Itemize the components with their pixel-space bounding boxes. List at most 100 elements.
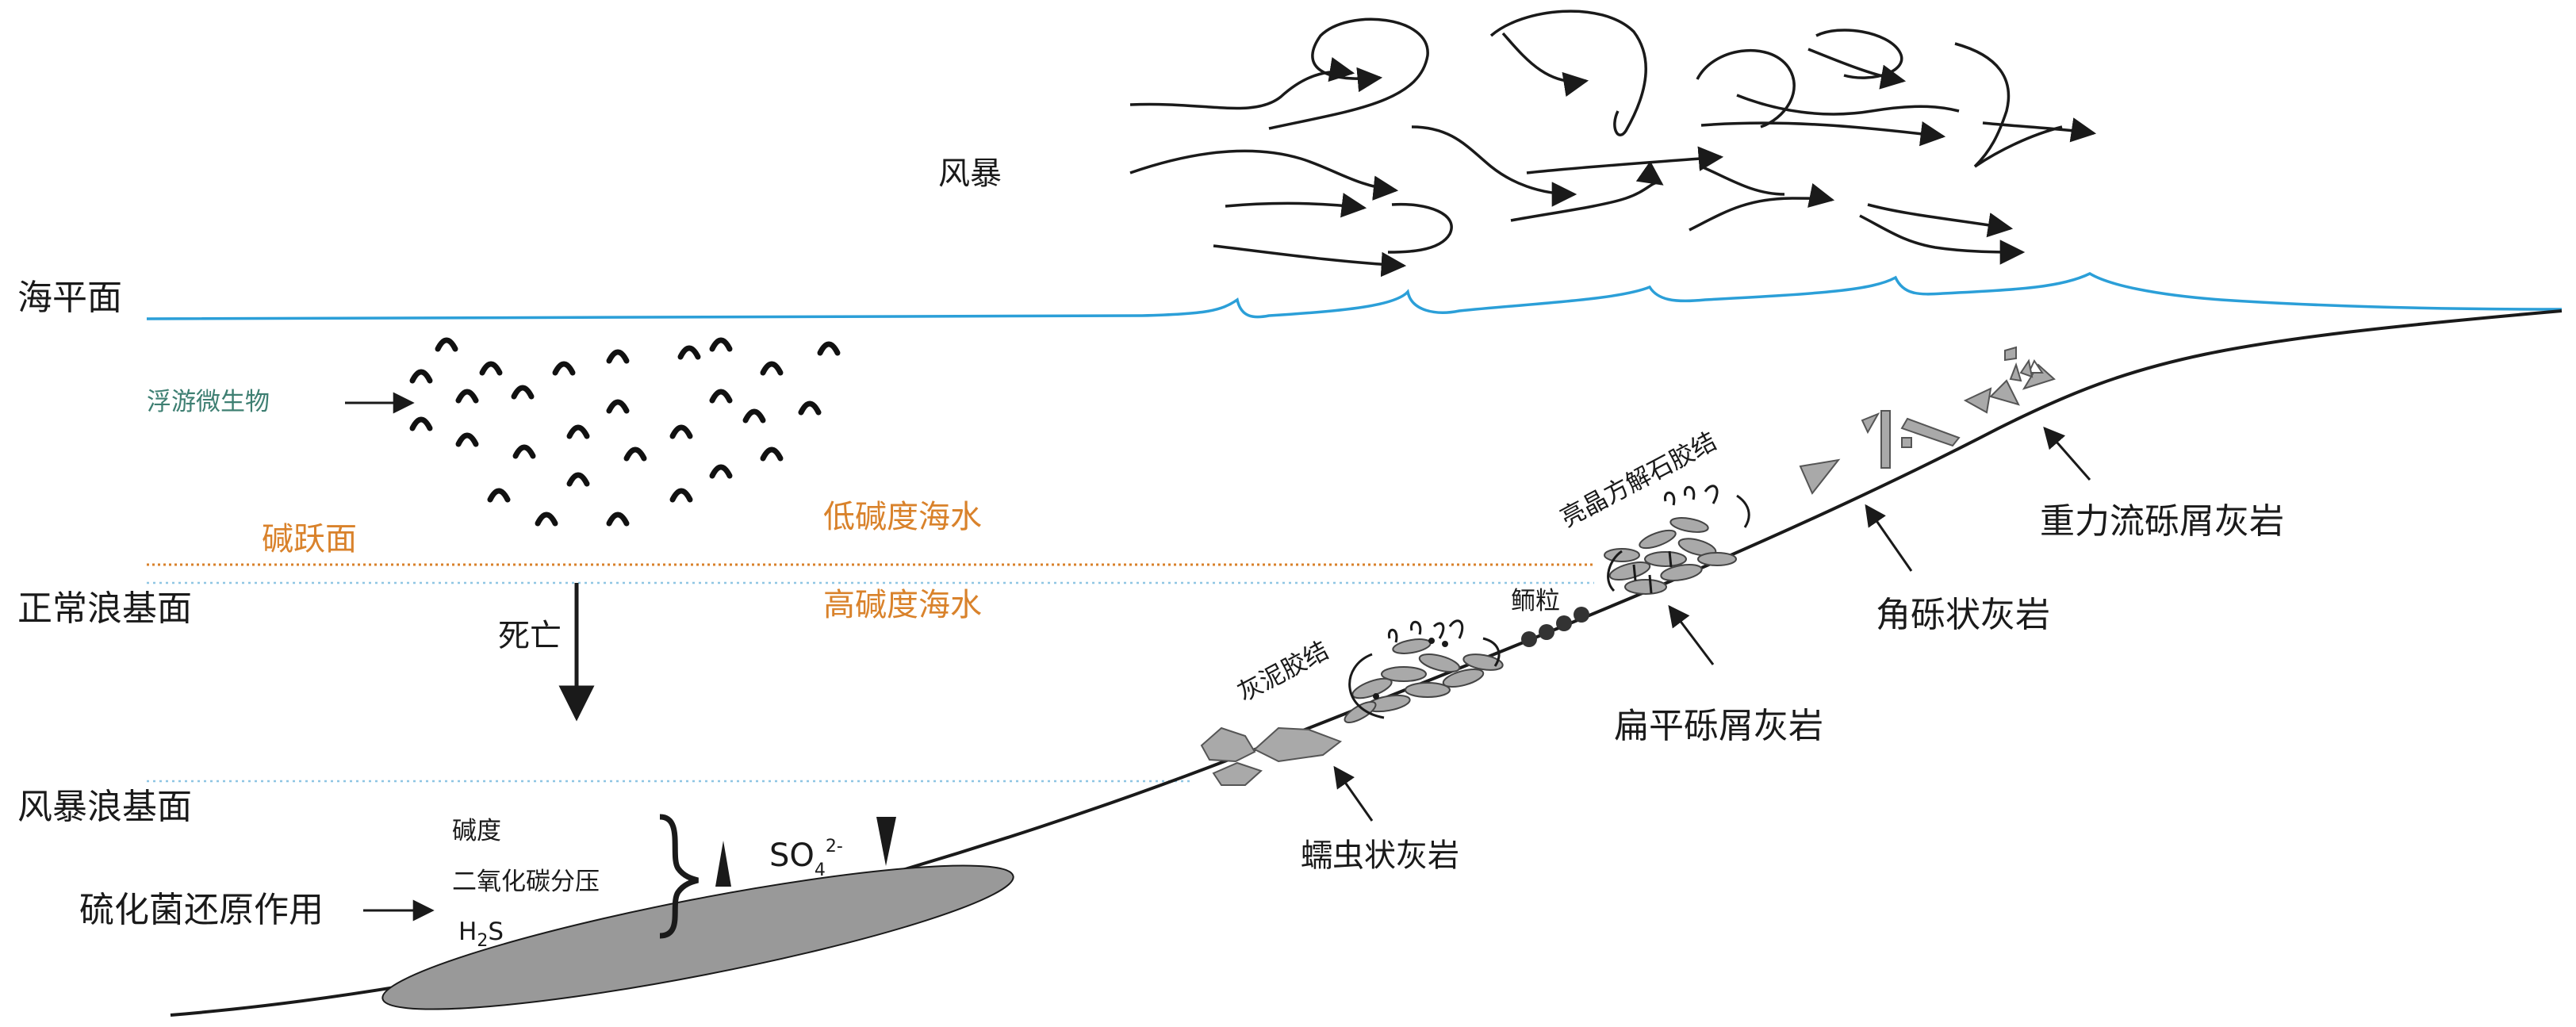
breccia-limestone-arrow xyxy=(1865,504,1913,572)
flat-clast xyxy=(1660,564,1703,581)
filled-circle-icon xyxy=(1556,615,1572,631)
flat-clast xyxy=(1405,682,1451,698)
normal-wave-base-label: 正常浪基面 xyxy=(17,588,192,629)
cement-arc xyxy=(1607,550,1623,592)
sulfate-ion-label: SO42- xyxy=(769,837,843,880)
vermicular-limestone-arrow xyxy=(1333,765,1374,822)
wind-swirl-3 xyxy=(1489,10,1648,136)
wind-swirl-1 xyxy=(1268,17,1429,130)
arch-icon xyxy=(535,512,558,527)
gravity-flow-limestone-arrow xyxy=(2043,426,2091,481)
flat-clast xyxy=(1392,638,1432,654)
breccia-limestone-label: 角砾状灰岩 xyxy=(1876,595,2050,635)
gravity-flow-limestone-label: 重力流砾屑灰岩 xyxy=(2040,501,2284,542)
storm-label: 风暴 xyxy=(938,155,1002,192)
decrease-triangle-icon xyxy=(876,817,896,866)
arch-icon xyxy=(409,369,433,384)
angular-clast xyxy=(1799,458,1841,495)
cement-arc xyxy=(1736,494,1750,528)
wind-arrow-4 xyxy=(1213,244,1407,278)
sea-surface-line xyxy=(146,272,2563,320)
angular-clast xyxy=(1900,417,1961,447)
flat-clast xyxy=(1381,666,1427,682)
wind-arrow-12 xyxy=(1982,117,2097,143)
arch-icon xyxy=(487,488,511,503)
wind-arrow-15 xyxy=(1700,165,1785,196)
cement-arc xyxy=(1482,637,1501,667)
cement-squiggle xyxy=(1448,619,1464,639)
plankton-label: 浮游微生物 xyxy=(147,388,270,416)
flat-clast xyxy=(1639,529,1677,550)
anaerobic-lens xyxy=(381,864,1014,1010)
wind-arrow-14 xyxy=(1689,183,1835,232)
wind-arrow-8 xyxy=(1510,160,1664,222)
flat-pebble-limestone-label: 扁平砾屑灰岩 xyxy=(1614,706,1823,746)
arch-icon xyxy=(512,444,536,459)
breccia-clasts xyxy=(1799,410,1961,495)
micrite-clast xyxy=(1200,726,1256,763)
angular-clast xyxy=(2027,358,2044,374)
alkalinity-label: 碱度 xyxy=(452,817,501,845)
cement-squiggle xyxy=(1409,620,1422,635)
wind-arrow-16 xyxy=(1867,203,2014,238)
wind-swirl-5 xyxy=(1815,29,1903,79)
flat-clast xyxy=(1418,653,1461,673)
cement-squiggle xyxy=(1704,485,1719,504)
wind-arrow-11 xyxy=(1736,94,1960,116)
angular-clast xyxy=(1989,379,2020,406)
flat-clast xyxy=(1608,561,1651,581)
arch-icon xyxy=(669,488,693,503)
lysocline-label: 碱跃面 xyxy=(262,521,357,558)
wind-arrow-6 xyxy=(1501,32,1589,98)
arch-icon xyxy=(606,349,630,364)
arch-icon xyxy=(566,424,590,439)
angular-clast xyxy=(1963,387,1992,414)
dot xyxy=(1442,641,1448,647)
arch-icon xyxy=(455,389,479,404)
arch-icon xyxy=(709,464,733,479)
wind-arrow-10 xyxy=(1807,48,1907,90)
micrite-cement-label: 灰泥胶结 xyxy=(1233,636,1333,707)
flat-clast xyxy=(1462,653,1504,671)
wind-arrow-2 xyxy=(1129,149,1399,201)
gravity-flow-clasts xyxy=(1963,346,2056,414)
filled-circle-icon xyxy=(1574,607,1589,623)
filled-circle-icon xyxy=(1521,631,1537,647)
micrite-clasts xyxy=(1200,726,1343,786)
arch-icon xyxy=(742,408,766,423)
cement-arc xyxy=(1348,653,1385,719)
filled-circle-icon xyxy=(1539,624,1554,640)
dot xyxy=(1428,638,1435,644)
high-alkalinity-water-label: 高碱度海水 xyxy=(823,587,982,623)
plankton-cluster xyxy=(409,337,841,527)
flat-clast xyxy=(1442,669,1485,688)
flat-clast xyxy=(1669,517,1709,533)
oolite-grains xyxy=(1521,607,1589,647)
co2-pressure-label: 二氧化碳分压 xyxy=(452,868,600,896)
wind-arrow-13 xyxy=(1974,125,2063,168)
cement-squiggle xyxy=(1663,491,1676,506)
wind-swirl-2 xyxy=(1387,202,1453,254)
cement-marks-upper xyxy=(1607,485,1750,594)
arch-icon xyxy=(606,399,630,414)
grouping-brace xyxy=(659,814,699,939)
cement-spar xyxy=(1632,564,1637,581)
wind-arrow-17 xyxy=(1859,214,2026,265)
flat-clast xyxy=(1344,701,1377,723)
angular-clast xyxy=(2004,346,2017,362)
flat-clast-pile-upper xyxy=(1604,517,1737,595)
arch-icon xyxy=(709,337,733,352)
angular-clast xyxy=(2009,362,2022,382)
arch-icon xyxy=(566,472,590,487)
flat-clast xyxy=(1604,548,1640,562)
arch-icon xyxy=(606,512,630,527)
sparry-calcite-cement-label: 亮晶方解石胶结 xyxy=(1556,427,1722,533)
arch-icon xyxy=(669,424,693,439)
arch-icon xyxy=(552,361,576,376)
death-label: 死亡 xyxy=(498,618,562,654)
arch-icon xyxy=(798,400,822,416)
angular-clast xyxy=(1880,410,1891,469)
increase-triangle-icon xyxy=(715,841,731,887)
wind-arrow-5 xyxy=(1411,125,1577,207)
